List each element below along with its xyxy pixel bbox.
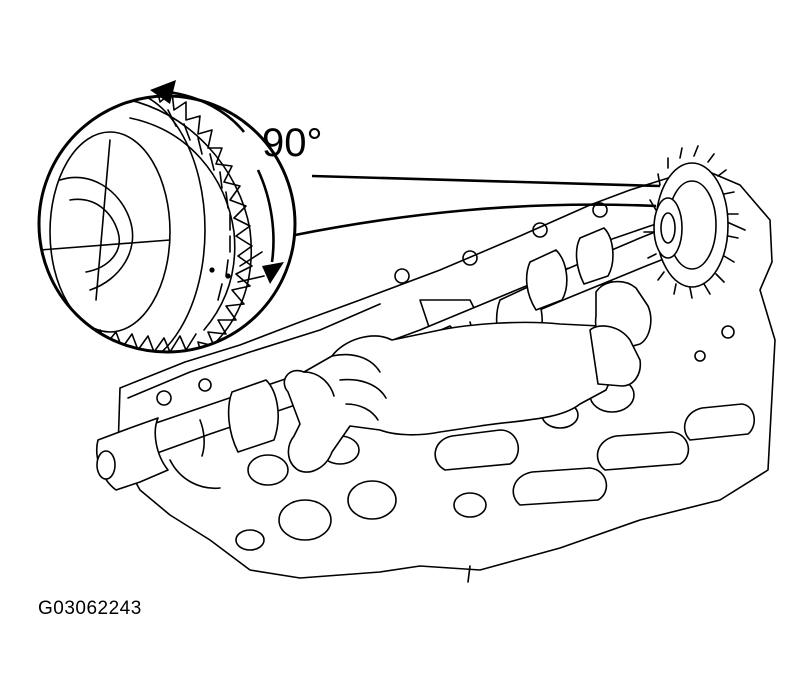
- rotation-angle-label: 90°: [262, 121, 323, 165]
- magnified-gear-detail: [37, 94, 297, 354]
- curved-rotation-arrow-icon: [150, 80, 284, 284]
- figure-code: G03062243: [38, 598, 142, 619]
- leader-line: [289, 174, 661, 238]
- camshaft-gear: [643, 145, 739, 299]
- technician-hands: [283, 280, 652, 473]
